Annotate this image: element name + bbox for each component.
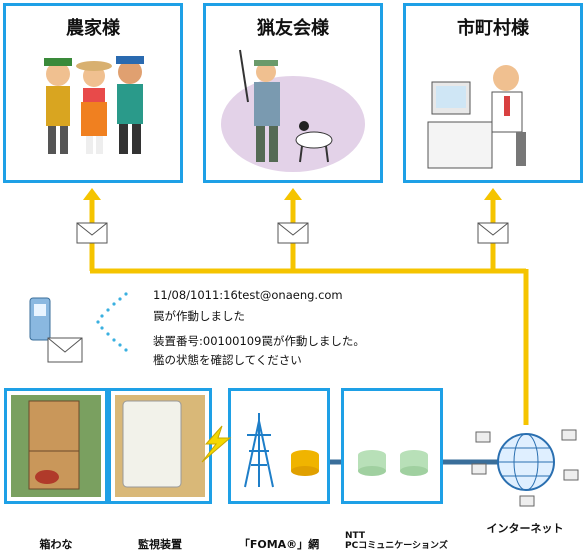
mail-envelope-icon — [477, 222, 509, 244]
message-header: 11/08/1011:16test@onaeng.com — [153, 288, 343, 302]
monitor-label: 監視装置 — [138, 538, 182, 551]
ntt-label: NTT PCコミュニケーションズ — [345, 531, 448, 551]
server-cylinders-icon — [358, 450, 428, 476]
box-trap-illustration — [11, 395, 101, 497]
mail-envelope-icon — [277, 222, 309, 244]
mobile-phone-icon — [29, 292, 128, 363]
recipient-label: 農家様 — [66, 18, 120, 39]
recipient-municipality: 市町村様 — [403, 3, 583, 183]
mail-envelope-icon — [76, 222, 108, 244]
farmers-illustration — [44, 56, 144, 154]
hunter-illustration — [221, 49, 365, 172]
trap-box — [4, 388, 108, 504]
foma-box — [228, 388, 330, 504]
internet-globe-icon — [471, 429, 579, 507]
ntt-label-line2: PCコミュニケーションズ — [345, 541, 448, 551]
internet-label: インターネット — [486, 522, 564, 535]
wireless-signal-icon — [201, 425, 232, 463]
foma-label: 「FOMA®」網 — [238, 538, 320, 551]
recipient-hunters: 猟友会様 — [203, 3, 383, 183]
recipient-farmers: 農家様 — [3, 3, 183, 183]
ntt-label-line1: NTT — [345, 531, 366, 541]
message-body-line1: 装置番号:00100109罠が作動しました。 — [153, 334, 365, 348]
antenna-tower-icon — [244, 413, 319, 488]
trap-label: 箱わな — [39, 538, 73, 551]
monitoring-device-illustration — [115, 395, 205, 497]
message-body-line2: 檻の状態を確認してください — [153, 353, 302, 367]
recipient-label: 猟友会様 — [257, 18, 329, 39]
monitor-box — [108, 388, 212, 504]
recipient-label: 市町村様 — [457, 18, 529, 39]
office-worker-illustration — [427, 65, 526, 169]
ntt-box — [341, 388, 443, 504]
message-subject: 罠が作動しました — [153, 309, 245, 323]
